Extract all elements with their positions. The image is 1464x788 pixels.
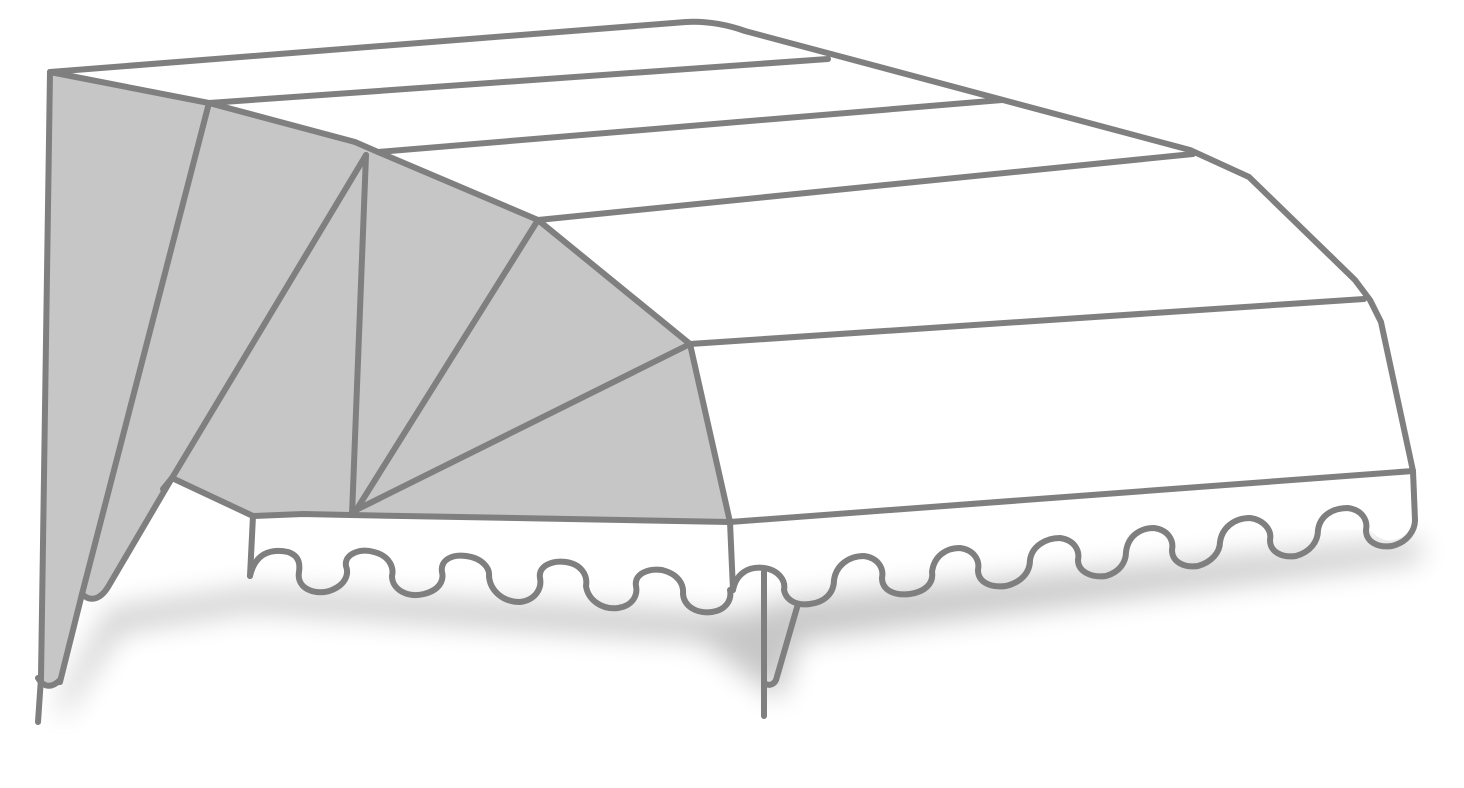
stripe-3 [535, 151, 1196, 223]
stripe-2 [375, 97, 1005, 155]
side-ridge [47, 69, 693, 347]
stripe-1 [206, 56, 831, 106]
side-scallop-edge [247, 547, 734, 616]
fold-5 [349, 341, 693, 515]
shadow-shape [60, 160, 1420, 720]
fold-4 [352, 217, 541, 515]
stripe-4 [687, 296, 1367, 347]
left-flap [79, 475, 175, 602]
front-valance [730, 505, 1418, 608]
side-bottom-edge [169, 475, 733, 525]
front-valance-post [727, 519, 736, 593]
right-end-drop [1410, 468, 1418, 523]
top-edge [47, 18, 1416, 474]
awning-side-panel [38, 72, 730, 686]
stripe-5 [727, 468, 1416, 525]
left-flap-tip [35, 675, 63, 689]
awning-outline [35, 18, 1418, 725]
support-post [761, 569, 801, 719]
front-scallop-edge [730, 505, 1418, 608]
front-edge [687, 341, 733, 525]
fold-3 [349, 152, 369, 518]
awning-shadow [60, 160, 1420, 720]
side-valance [247, 547, 734, 616]
